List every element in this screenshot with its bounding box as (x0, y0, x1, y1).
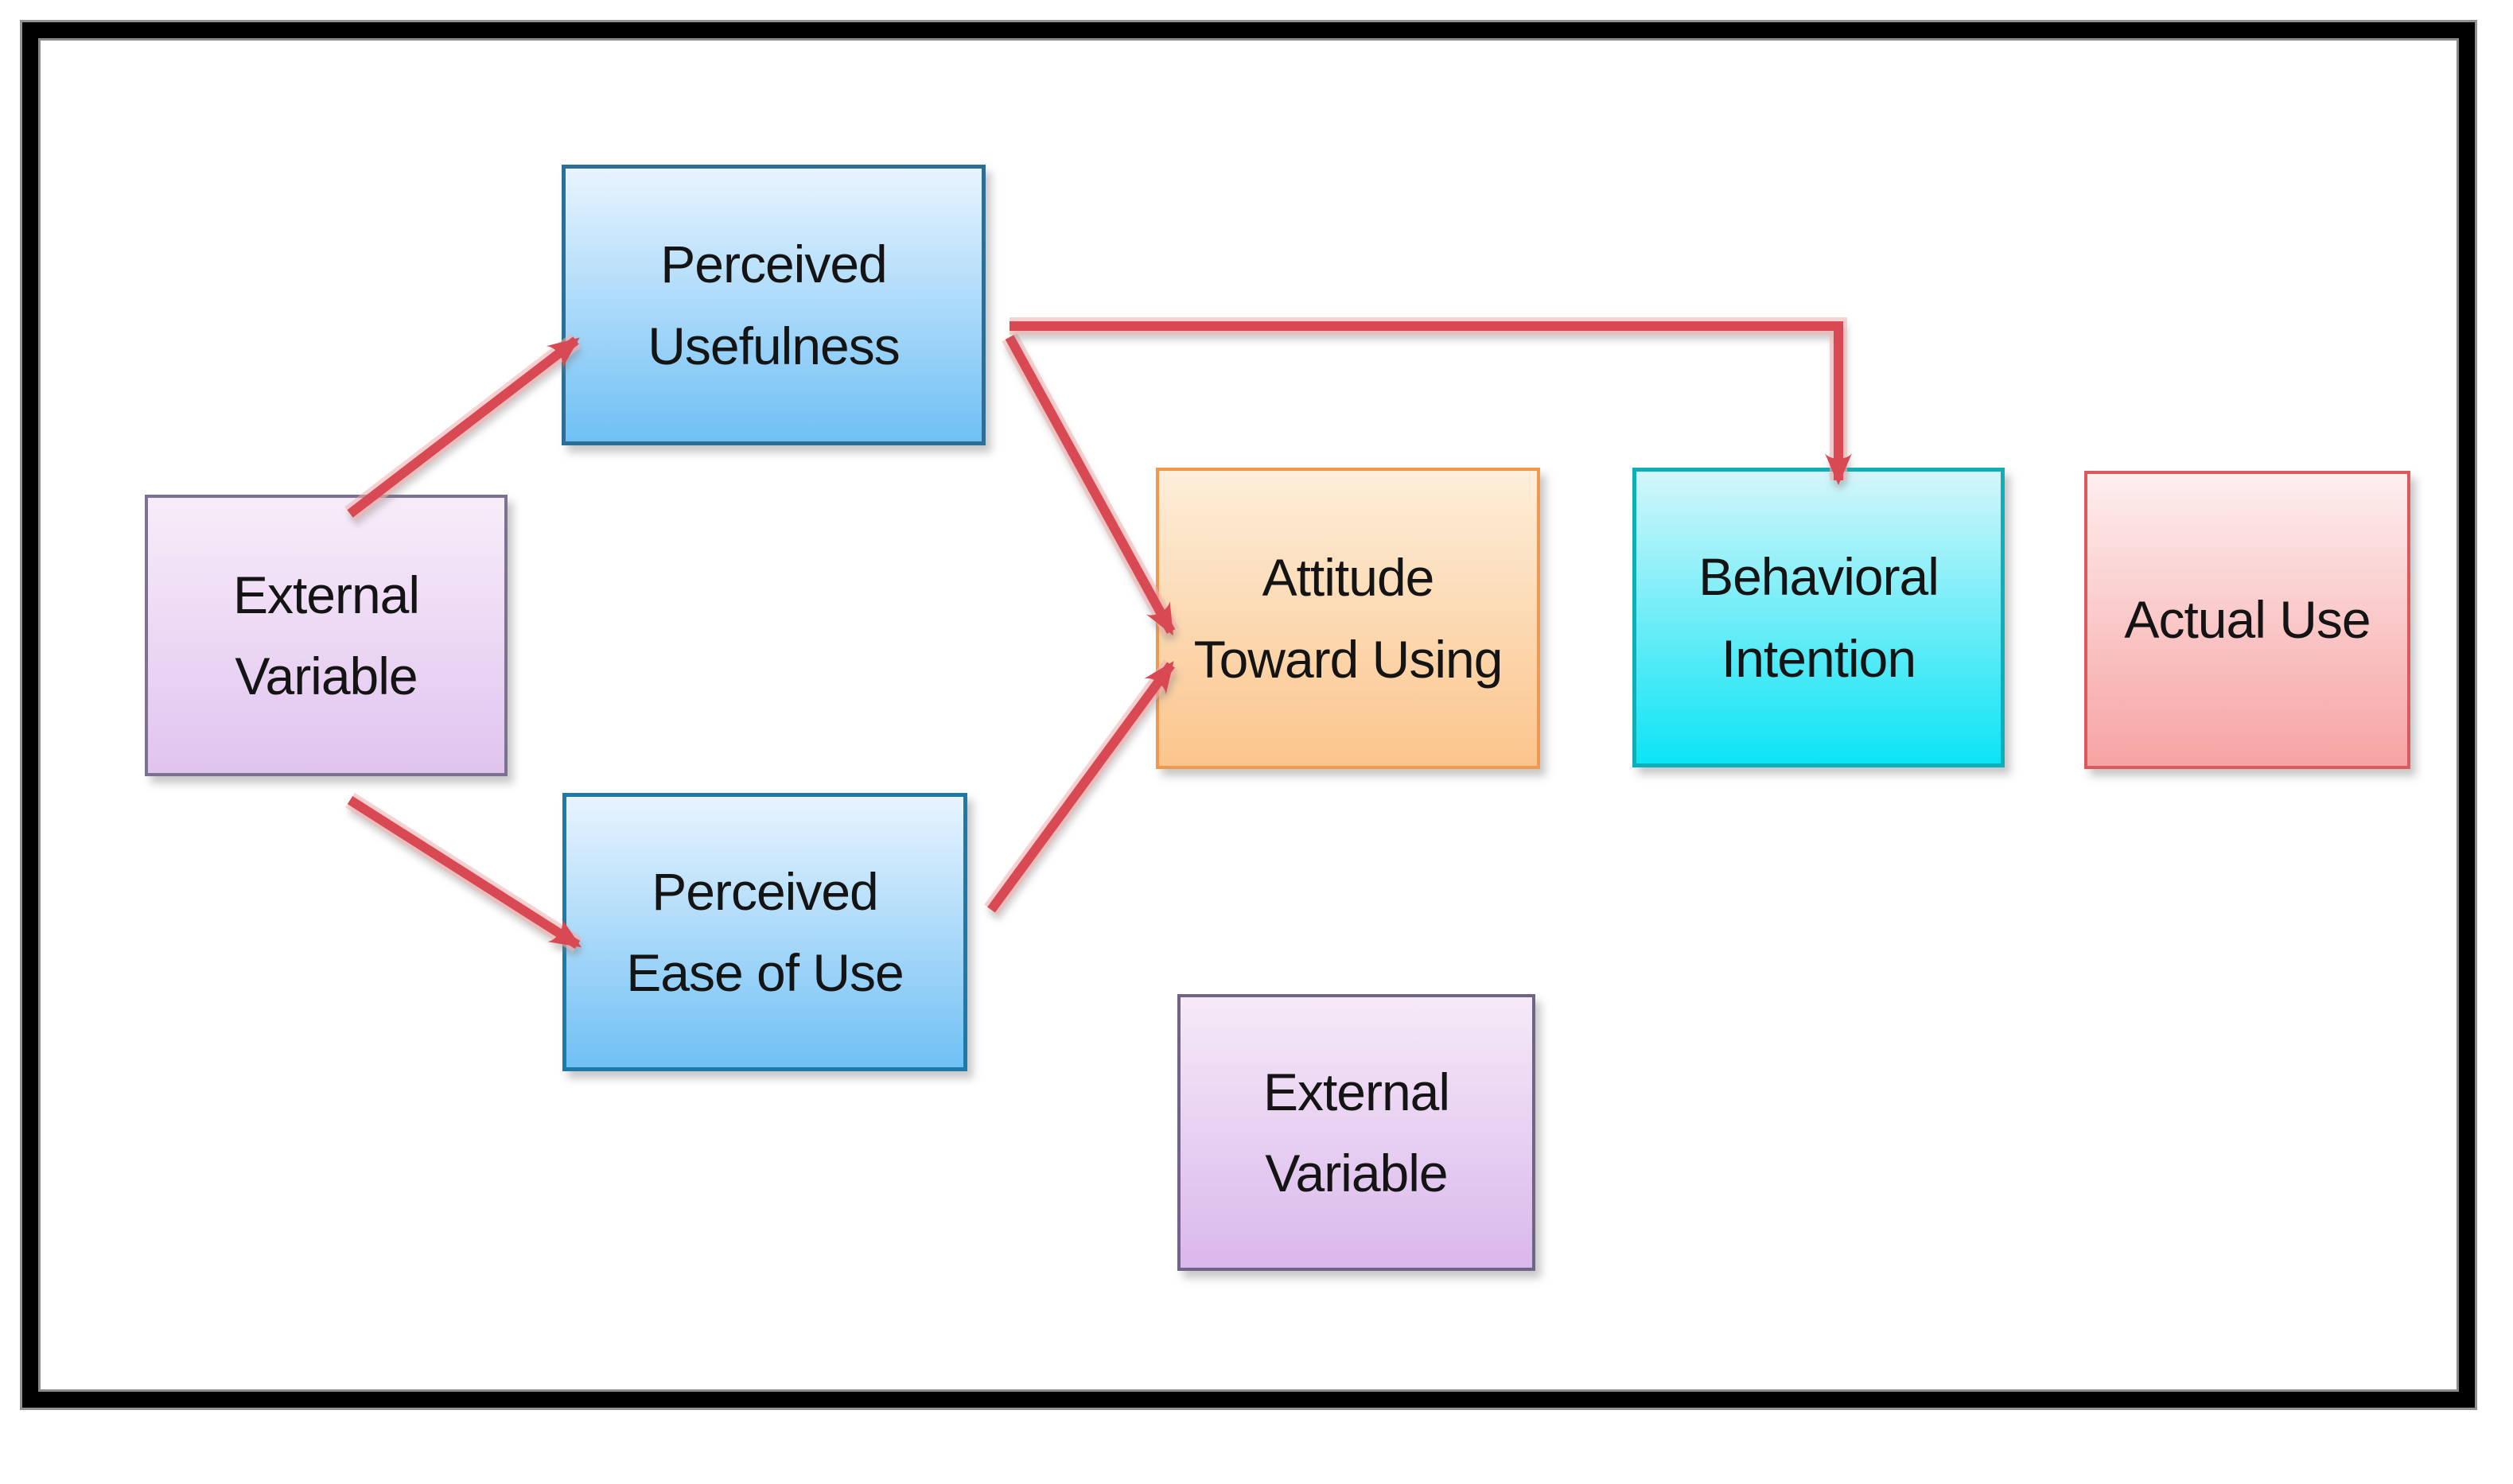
node-perceived-ease-of-use: Perceived Ease of Use (562, 793, 967, 1071)
node-actual-use: Actual Use (2084, 471, 2410, 769)
node-label: Perceived Ease of Use (626, 861, 904, 1002)
node-external-variable-bottom: External Variable (1177, 994, 1535, 1271)
edge-perceived-usefulness-to-behavioral-intention (1009, 317, 1852, 485)
node-label: Attitude Toward Using (1193, 548, 1504, 689)
node-perceived-usefulness: Perceived Usefulness (562, 165, 986, 445)
node-label: Actual Use (2124, 590, 2371, 650)
diagram-outer-frame: External Variable Perceived Usefulness P… (22, 22, 2475, 1408)
edge-perceived-usefulness-to-attitude (1002, 332, 1179, 636)
node-label: Perceived Usefulness (648, 235, 900, 375)
node-attitude-toward-using: Attitude Toward Using (1156, 468, 1540, 769)
node-external-variable-top: External Variable (145, 495, 508, 776)
node-label: External Variable (232, 565, 420, 705)
edge-external-top-to-perceived-usefulness (344, 333, 582, 521)
node-label: Behavioral Intention (1698, 547, 1939, 688)
node-behavioral-intention: Behavioral Intention (1632, 468, 2005, 767)
edge-perceived-ease-to-attitude (984, 659, 1178, 915)
node-label: External Variable (1262, 1062, 1450, 1202)
edge-external-top-to-perceived-ease (345, 792, 582, 953)
